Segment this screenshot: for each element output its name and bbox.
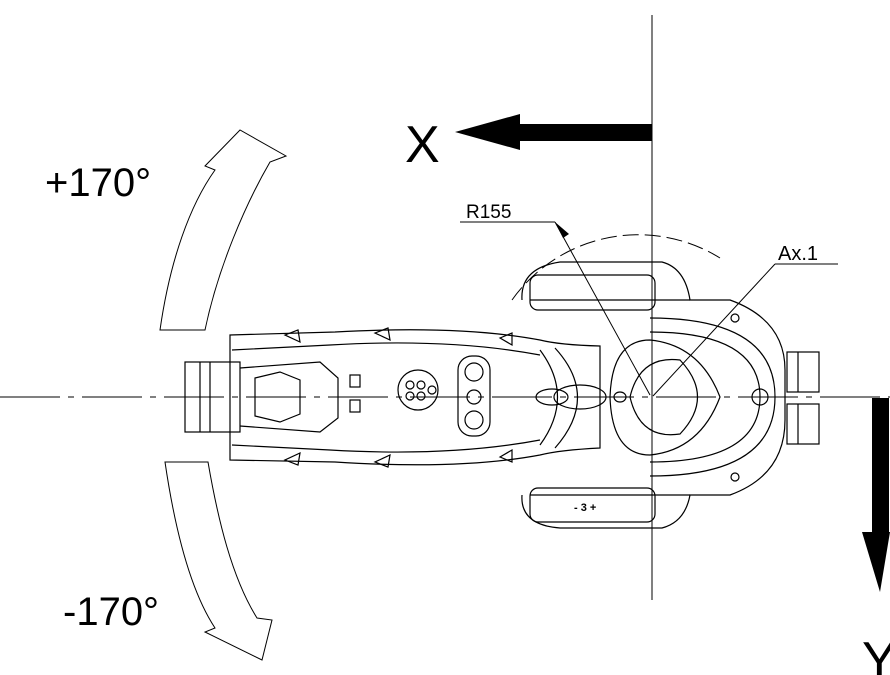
base-marking: - 3 + xyxy=(574,502,596,514)
axis-label: Ax.1 xyxy=(778,243,818,265)
x-axis-arrow xyxy=(455,114,652,150)
x-axis-label: X xyxy=(405,116,440,174)
y-axis-label: Y xyxy=(862,632,890,675)
negative-rotation-label: -170° xyxy=(63,590,159,634)
radius-leader-arrowhead xyxy=(555,222,569,238)
base-upper-housing xyxy=(521,261,786,420)
radius-label: R155 xyxy=(466,202,511,223)
axis-leader xyxy=(652,263,776,397)
positive-rotation-arrow xyxy=(159,129,288,331)
negative-rotation-arrow xyxy=(164,461,273,661)
radius-arc xyxy=(511,234,721,301)
robot-body xyxy=(184,261,820,529)
arm-outline xyxy=(229,329,601,466)
y-axis-arrow xyxy=(862,398,890,592)
radius-leader xyxy=(554,221,651,396)
positive-rotation-label: +170° xyxy=(45,161,151,205)
